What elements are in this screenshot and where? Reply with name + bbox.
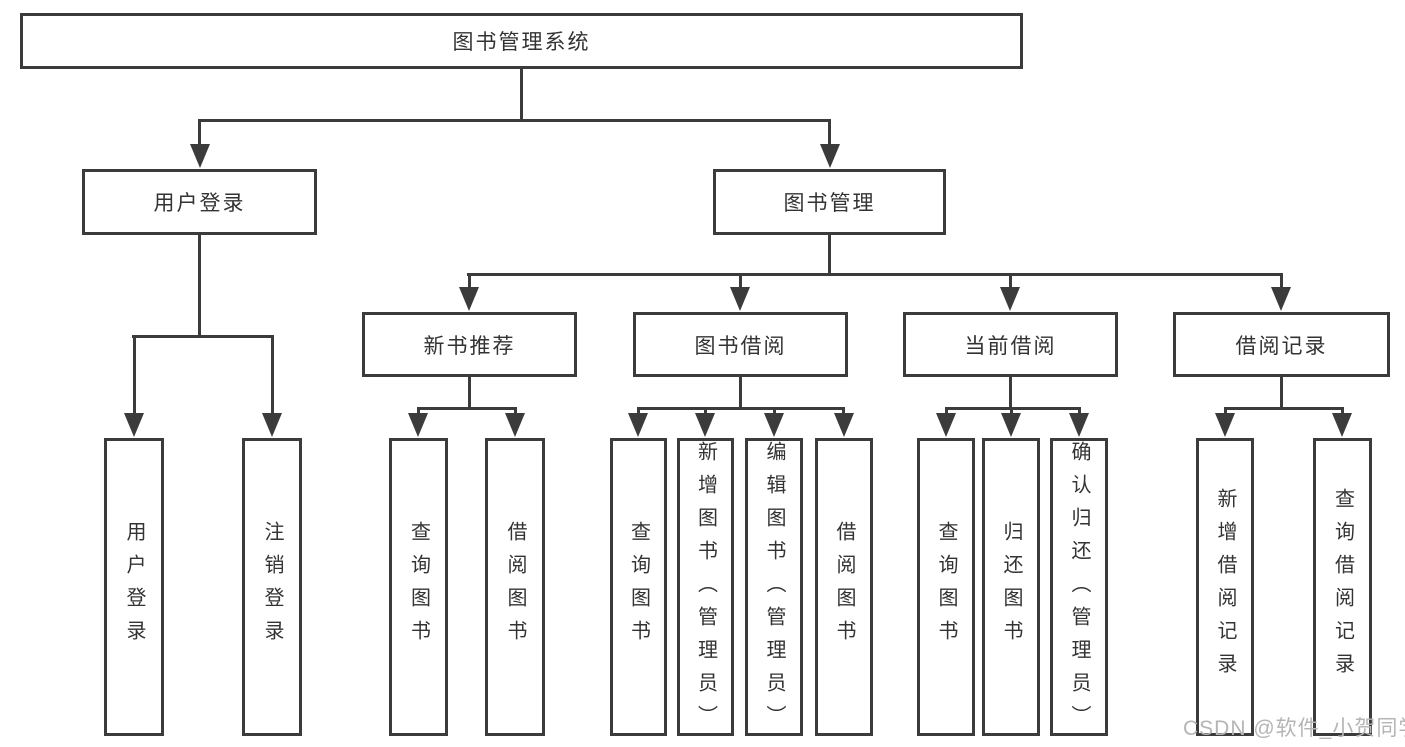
arrow-down-icon	[936, 413, 956, 437]
leaf-return-books: 归还图书	[982, 438, 1040, 736]
connector-bb-drop-1	[637, 407, 640, 417]
arrow-down-icon	[1001, 413, 1021, 437]
arrow-down-icon	[459, 287, 479, 311]
leaf-logout-login-label: 注销登录	[261, 521, 283, 653]
connector-nbr-stem	[468, 377, 471, 410]
node-borrow-records-label: 借阅记录	[1235, 334, 1328, 358]
node-root-library-system: 图书管理系统	[20, 13, 1023, 69]
connector-book-mgmt-stem	[828, 235, 831, 276]
leaf-borrow-books-recommend-label: 借阅图书	[504, 521, 526, 653]
leaf-add-books-admin-label: 新增图书（管理员）	[694, 441, 717, 738]
connector-br-split	[1224, 407, 1344, 410]
leaf-add-borrow-record: 新增借阅记录	[1196, 438, 1254, 736]
leaf-borrow-books-label: 借阅图书	[833, 521, 855, 653]
arrow-down-icon	[820, 144, 840, 168]
leaf-edit-books-admin: 编辑图书（管理员）	[745, 438, 803, 738]
leaf-borrow-books-recommend: 借阅图书	[485, 438, 545, 736]
csdn-watermark: CSDN @软件_小贺同学	[1183, 717, 1405, 740]
arrow-down-icon	[190, 144, 210, 168]
connector-user-login-split	[132, 335, 274, 338]
connector-l2-drop-right	[828, 119, 831, 147]
arrow-down-icon	[1332, 413, 1352, 437]
connector-l2-split	[198, 119, 831, 122]
connector-l2-drop-left	[198, 119, 201, 147]
arrow-down-icon	[730, 287, 750, 311]
arrow-down-icon	[1000, 287, 1020, 311]
connector-l3-drop-4	[1280, 273, 1283, 289]
connector-l3-drop-2	[739, 273, 742, 289]
leaf-user-login: 用户登录	[104, 438, 164, 736]
connector-l3-split	[467, 273, 1282, 276]
leaf-query-borrow-record: 查询借阅记录	[1313, 438, 1372, 736]
arrow-down-icon	[124, 413, 144, 437]
leaf-logout-login: 注销登录	[242, 438, 302, 736]
leaf-add-books-admin: 新增图书（管理员）	[677, 438, 734, 738]
connector-bb-drop-2	[704, 407, 707, 417]
leaf-query-books-borrow: 查询图书	[610, 438, 667, 736]
connector-cb-drop-2	[1010, 407, 1013, 417]
node-book-borrow: 图书借阅	[633, 312, 848, 377]
arrow-down-icon	[695, 413, 715, 437]
connector-user-login-stem	[198, 235, 201, 338]
leaf-edit-books-admin-label: 编辑图书（管理员）	[763, 441, 785, 738]
node-book-borrow-label: 图书借阅	[694, 334, 787, 358]
leaf-query-books-current-label: 查询图书	[935, 521, 957, 653]
connector-user-login-drop-1	[133, 335, 136, 415]
arrow-down-icon	[408, 413, 428, 437]
node-root-label: 图书管理系统	[452, 31, 591, 54]
connector-cb-drop-3	[1078, 407, 1081, 417]
connector-br-drop-1	[1224, 407, 1227, 417]
arrow-down-icon	[1215, 413, 1235, 437]
connector-cb-stem	[1009, 377, 1012, 410]
leaf-query-books-recommend-label: 查询图书	[407, 521, 430, 653]
leaf-query-books-current: 查询图书	[917, 438, 975, 736]
arrow-down-icon	[764, 413, 784, 437]
arrow-down-icon	[1271, 287, 1291, 311]
connector-l3-drop-3	[1009, 273, 1012, 289]
connector-cb-drop-1	[945, 407, 948, 417]
arrow-down-icon	[505, 413, 525, 437]
connector-root-stem	[520, 69, 523, 122]
leaf-add-borrow-record-label: 新增借阅记录	[1214, 488, 1236, 686]
node-borrow-records: 借阅记录	[1173, 312, 1390, 377]
node-book-management: 图书管理	[713, 169, 946, 235]
connector-user-login-drop-2	[271, 335, 274, 415]
arrow-down-icon	[834, 413, 854, 437]
node-user-login: 用户登录	[82, 169, 317, 235]
connector-nbr-split	[417, 407, 517, 410]
connector-bb-split	[637, 407, 845, 410]
node-new-book-recommend: 新书推荐	[362, 312, 577, 377]
connector-bb-drop-4	[842, 407, 845, 417]
leaf-return-books-label: 归还图书	[1000, 521, 1022, 653]
leaf-user-login-label: 用户登录	[123, 521, 145, 653]
connector-br-drop-2	[1341, 407, 1344, 417]
leaf-confirm-return-admin: 确认归还（管理员）	[1050, 438, 1108, 738]
connector-nbr-drop-2	[514, 407, 517, 417]
leaf-query-borrow-record-label: 查询借阅记录	[1331, 488, 1354, 686]
connector-bb-stem	[739, 377, 742, 410]
connector-l3-drop-1	[468, 273, 471, 289]
connector-cb-split	[945, 407, 1081, 410]
arrow-down-icon	[262, 413, 282, 437]
arrow-down-icon	[628, 413, 648, 437]
leaf-query-books-recommend: 查询图书	[389, 438, 448, 736]
arrow-down-icon	[1069, 413, 1089, 437]
node-new-book-recommend-label: 新书推荐	[423, 334, 516, 358]
connector-nbr-drop-1	[417, 407, 420, 417]
node-current-borrow-label: 当前借阅	[964, 334, 1057, 358]
connector-bb-drop-3	[773, 407, 776, 417]
connector-br-stem	[1280, 377, 1283, 410]
node-user-login-label: 用户登录	[153, 192, 246, 215]
leaf-confirm-return-admin-label: 确认归还（管理员）	[1068, 441, 1090, 738]
node-book-management-label: 图书管理	[783, 192, 876, 215]
node-current-borrow: 当前借阅	[903, 312, 1118, 377]
leaf-query-books-borrow-label: 查询图书	[627, 521, 650, 653]
leaf-borrow-books: 借阅图书	[815, 438, 873, 736]
